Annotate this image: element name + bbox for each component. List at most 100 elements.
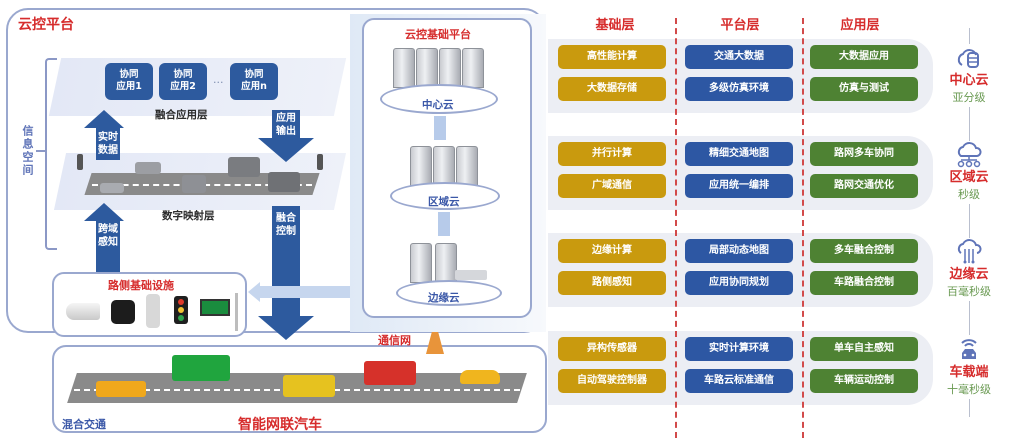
column-header-platform: 平台层 <box>720 18 760 33</box>
roadside-infrastructure-title: 路侧基础设施 <box>108 279 174 292</box>
base-layer-card[interactable]: 自动驾驶控制器 <box>558 369 666 393</box>
digital-truck <box>228 157 260 177</box>
edge-cloud-disk <box>396 280 502 306</box>
traffic-light-icon <box>174 296 188 324</box>
platform-layer-card[interactable]: 精细交通地图 <box>685 142 793 166</box>
info-space-bracket <box>45 58 57 250</box>
digital-traffic-light-left <box>77 154 83 170</box>
platform-layer-card[interactable]: 局部动态地图 <box>685 239 793 263</box>
rsu-icon <box>146 294 160 328</box>
application-layer-card[interactable]: 仿真与测试 <box>810 77 918 101</box>
central-cloud-disk <box>380 84 498 114</box>
server-icon <box>393 48 415 88</box>
column-separator-2 <box>802 18 804 438</box>
column-separator-1 <box>675 18 677 438</box>
info-space-label: 信息空间 <box>21 125 34 177</box>
tier-connector-line <box>969 399 970 417</box>
fusion-control-arrow-head <box>258 316 314 340</box>
edge-cloud-label: 边缘云 <box>428 292 460 304</box>
server-icon <box>433 146 455 186</box>
platform-layer-card[interactable]: 交通大数据 <box>685 45 793 69</box>
server-icon <box>462 48 484 88</box>
info-space-bracket-notch <box>36 150 46 152</box>
application-layer-card[interactable]: 车路融合控制 <box>810 271 918 295</box>
app-ellipsis: ··· <box>213 76 224 89</box>
base-layer-card[interactable]: 广域通信 <box>558 174 666 198</box>
edge-gateway-icon <box>455 270 487 280</box>
cloud-network-icon <box>934 142 1004 172</box>
radar-icon <box>111 300 135 324</box>
realtime-data-arrow: 实时 数据 <box>96 128 120 160</box>
server-icon <box>456 146 478 186</box>
sign-pole <box>235 293 238 331</box>
tier-connector-line <box>969 301 970 335</box>
base-platform-title: 云控基础平台 <box>405 28 471 41</box>
cloud-database-icon <box>934 45 1004 73</box>
app-card-1[interactable]: 协同 应用1 <box>105 63 153 100</box>
platform-layer-card[interactable]: 应用协同规划 <box>685 271 793 295</box>
tier-name: 车载端 <box>949 365 989 380</box>
application-layer-card[interactable]: 车辆运动控制 <box>810 369 918 393</box>
digital-traffic-light-right <box>317 154 323 170</box>
icv-label: 智能网联汽车 <box>238 417 322 433</box>
mixed-traffic-label: 混合交通 <box>62 418 106 431</box>
server-icon <box>439 48 461 88</box>
cross-domain-arrow-head <box>84 203 124 221</box>
platform-layer-card[interactable]: 车路云标准通信 <box>685 369 793 393</box>
base-layer-card[interactable]: 高性能计算 <box>558 45 666 69</box>
application-layer-card[interactable]: 单车自主感知 <box>810 337 918 361</box>
fusion-control-arrow: 融合 控制 <box>272 206 300 316</box>
app-output-arrow: 应用 输出 <box>272 110 300 138</box>
digital-van <box>182 175 206 193</box>
application-layer-card[interactable]: 路网交通优化 <box>810 174 918 198</box>
central-regional-link <box>434 116 446 140</box>
server-icon <box>416 48 438 88</box>
cloud-platform-title: 云控平台 <box>18 17 74 33</box>
tier-connector-line <box>969 204 970 238</box>
server-icon <box>410 146 432 186</box>
regional-cloud-label: 区域云 <box>428 196 460 208</box>
tier-latency: 亚分级 <box>952 91 986 104</box>
server-icon <box>435 243 457 283</box>
application-layer-card[interactable]: 多车融合控制 <box>810 239 918 263</box>
tier-connector-line <box>969 28 970 44</box>
platform-layer-card[interactable]: 多级仿真环境 <box>685 77 793 101</box>
central-cloud-label: 中心云 <box>422 99 454 111</box>
variable-message-sign-icon <box>200 299 230 316</box>
digital-mapping-layer-label: 数字映射层 <box>162 210 215 222</box>
tier-connector-line <box>969 107 970 141</box>
digital-truck-2 <box>268 172 300 192</box>
tier-latency: 秒级 <box>958 188 980 201</box>
regional-cloud-disk <box>390 182 500 210</box>
digital-car-1 <box>135 162 161 174</box>
tier-latency: 十毫秒级 <box>947 383 991 396</box>
base-layer-card[interactable]: 异构传感器 <box>558 337 666 361</box>
platform-layer-card[interactable]: 实时计算环境 <box>685 337 793 361</box>
platform-layer-card[interactable]: 应用统一编排 <box>685 174 793 198</box>
fire-truck <box>364 361 416 385</box>
base-layer-card[interactable]: 边缘计算 <box>558 239 666 263</box>
school-bus <box>283 375 335 397</box>
camera-icon <box>66 303 100 320</box>
regional-edge-link <box>438 212 450 236</box>
application-layer-card[interactable]: 路网多车协同 <box>810 142 918 166</box>
connected-car-icon <box>934 337 1004 367</box>
base-layer-card[interactable]: 路侧感知 <box>558 271 666 295</box>
server-icon <box>410 243 432 283</box>
base-layer-card[interactable]: 大数据存储 <box>558 77 666 101</box>
column-header-base: 基础层 <box>595 18 635 33</box>
app-card-2[interactable]: 协同 应用2 <box>159 63 207 100</box>
app-card-n[interactable]: 协同 应用n <box>230 63 278 100</box>
cloud-circuit-icon <box>934 239 1004 269</box>
tier-name: 边缘云 <box>949 267 989 282</box>
digital-car-2 <box>100 183 124 193</box>
tier-name: 中心云 <box>949 73 989 88</box>
base-layer-card[interactable]: 并行计算 <box>558 142 666 166</box>
tier-name: 区域云 <box>949 170 989 185</box>
infra-edge-link-arrow-left-head <box>248 282 260 302</box>
realtime-data-arrow-head <box>84 110 124 128</box>
column-header-application: 应用层 <box>840 18 880 33</box>
application-layer-card[interactable]: 大数据应用 <box>810 45 918 69</box>
comm-network-label: 通信网 <box>378 334 411 347</box>
fusion-app-layer-label: 融合应用层 <box>155 109 208 121</box>
